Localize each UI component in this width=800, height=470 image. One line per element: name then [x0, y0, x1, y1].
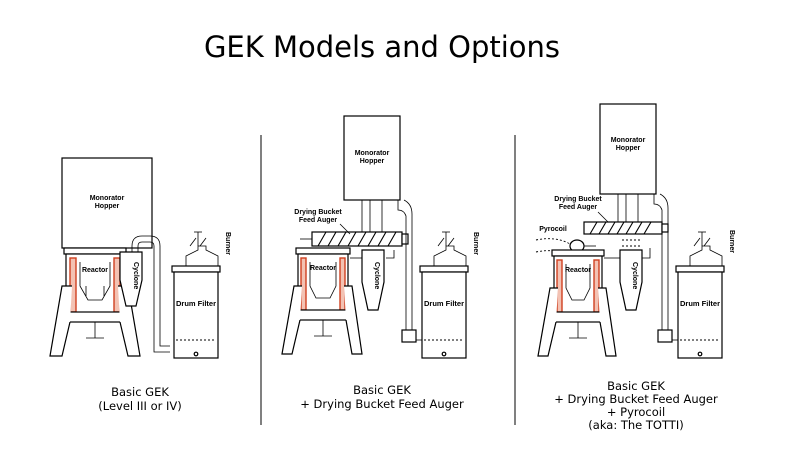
caption-line3: + Pyrocoil	[607, 405, 665, 419]
drying-bucket-feed-auger: Drying Bucket Feed Auger	[554, 196, 669, 235]
auger-label-line1: Drying Bucket	[554, 196, 602, 203]
caption-line2: (Level III or IV)	[98, 399, 182, 413]
drum-filter-label: Drum Filter	[424, 299, 464, 308]
hopper: Monorator Hopper	[599, 103, 657, 222]
cyclone-label: Cyclone	[132, 262, 139, 289]
cyclone-label: Cyclone	[373, 262, 380, 289]
reactor-label: Reactor	[310, 265, 336, 272]
drum-filter: Drum Filter	[672, 265, 725, 359]
drying-bucket-feed-auger: Drying Bucket Feed Auger	[294, 209, 409, 247]
panel-basic-gek: Monorator Hopper Reactor Cyclone	[49, 157, 231, 413]
caption-line1: Basic GEK	[607, 379, 665, 393]
caption-line2: + Drying Bucket Feed Auger	[300, 397, 464, 411]
cyclone-label: Cyclone	[631, 262, 638, 289]
drum-filter: Drum Filter	[416, 265, 469, 359]
reactor-label: Reactor	[82, 267, 108, 274]
hopper-label-line1: Monorator	[355, 150, 390, 157]
caption-line1: Basic GEK	[353, 383, 411, 397]
hopper: Monorator Hopper	[343, 115, 401, 232]
burner-label: Burner	[728, 230, 735, 253]
burner: Burner	[433, 231, 479, 266]
caption-line4: (aka: The TOTTI)	[588, 418, 683, 432]
hopper-label-line2: Hopper	[616, 145, 641, 152]
drum-filter: Drum Filter	[171, 265, 221, 359]
burner-label: Burner	[224, 232, 231, 255]
reactor: Reactor	[537, 249, 617, 357]
burner: Burner	[689, 230, 735, 266]
diagram-title: GEK Models and Options	[204, 30, 560, 64]
caption-line1: Basic GEK	[111, 385, 169, 399]
burner-label: Burner	[472, 232, 479, 255]
hopper-label-line2: Hopper	[360, 158, 385, 165]
auger-label-line2: Feed Auger	[299, 217, 338, 224]
reactor: Reactor	[281, 247, 363, 355]
reactor: Reactor	[49, 247, 141, 357]
hopper: Monorator Hopper	[61, 157, 153, 249]
hopper-label-line2: Hopper	[95, 203, 120, 210]
cyclone: Cyclone	[119, 251, 143, 307]
drum-filter-label: Drum Filter	[680, 299, 720, 308]
hopper-label-line1: Monorator	[611, 137, 646, 144]
auger-label-line1: Drying Bucket	[294, 209, 342, 216]
panel-drying-auger: Monorator Hopper Drying Bucket Feed Auge…	[281, 115, 479, 411]
panel-totti: Monorator Hopper Drying Bucket Feed Auge…	[535, 103, 735, 432]
hopper-label-line1: Monorator	[90, 195, 125, 202]
burner: Burner	[185, 231, 231, 266]
cyclone: Cyclone	[350, 249, 385, 311]
pyrocoil-label: Pyrocoil	[539, 226, 567, 233]
caption-line2: + Drying Bucket Feed Auger	[554, 392, 718, 406]
auger-label-line2: Feed Auger	[559, 204, 598, 211]
cyclone: Cyclone	[604, 249, 643, 311]
drum-filter-label: Drum Filter	[176, 299, 216, 308]
reactor-label: Reactor	[565, 267, 591, 274]
